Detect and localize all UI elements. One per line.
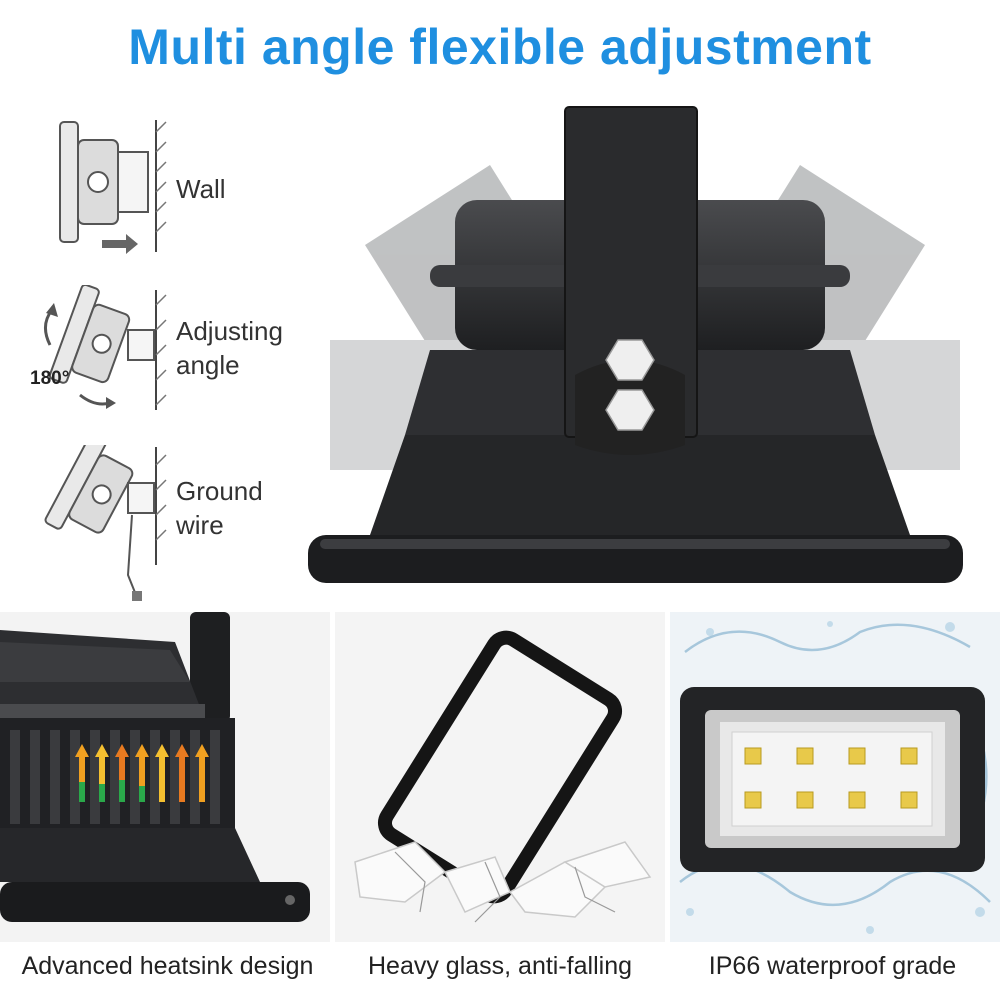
adjusting-angle-diagram [40,285,170,415]
mount-label-adjusting: Adjusting angle [176,314,283,382]
ground-wire-diagram [40,445,170,605]
heatsink-panel [0,612,330,942]
mount-label-ground-line2: wire [176,510,224,540]
mount-label-wall: Wall [176,174,226,204]
glass-panel [335,612,665,942]
caption-waterproof: IP66 waterproof grade [708,952,957,980]
mount-label-adjusting-line2: angle [176,350,240,380]
page-title: Multi angle flexible adjustment [128,19,872,75]
angle-label: 180° [30,368,70,389]
waterproof-panel [670,612,1000,942]
mount-label-ground-line1: Ground [176,476,263,506]
caption-glass: Heavy glass, anti-falling [367,952,632,980]
mount-label-ground: Ground wire [176,474,263,542]
mount-label-adjusting-line1: Adjusting [176,316,283,346]
wall-mount-diagram [40,112,170,262]
floodlight-rear-view [300,95,990,600]
caption-heatsink: Advanced heatsink design [21,952,314,980]
